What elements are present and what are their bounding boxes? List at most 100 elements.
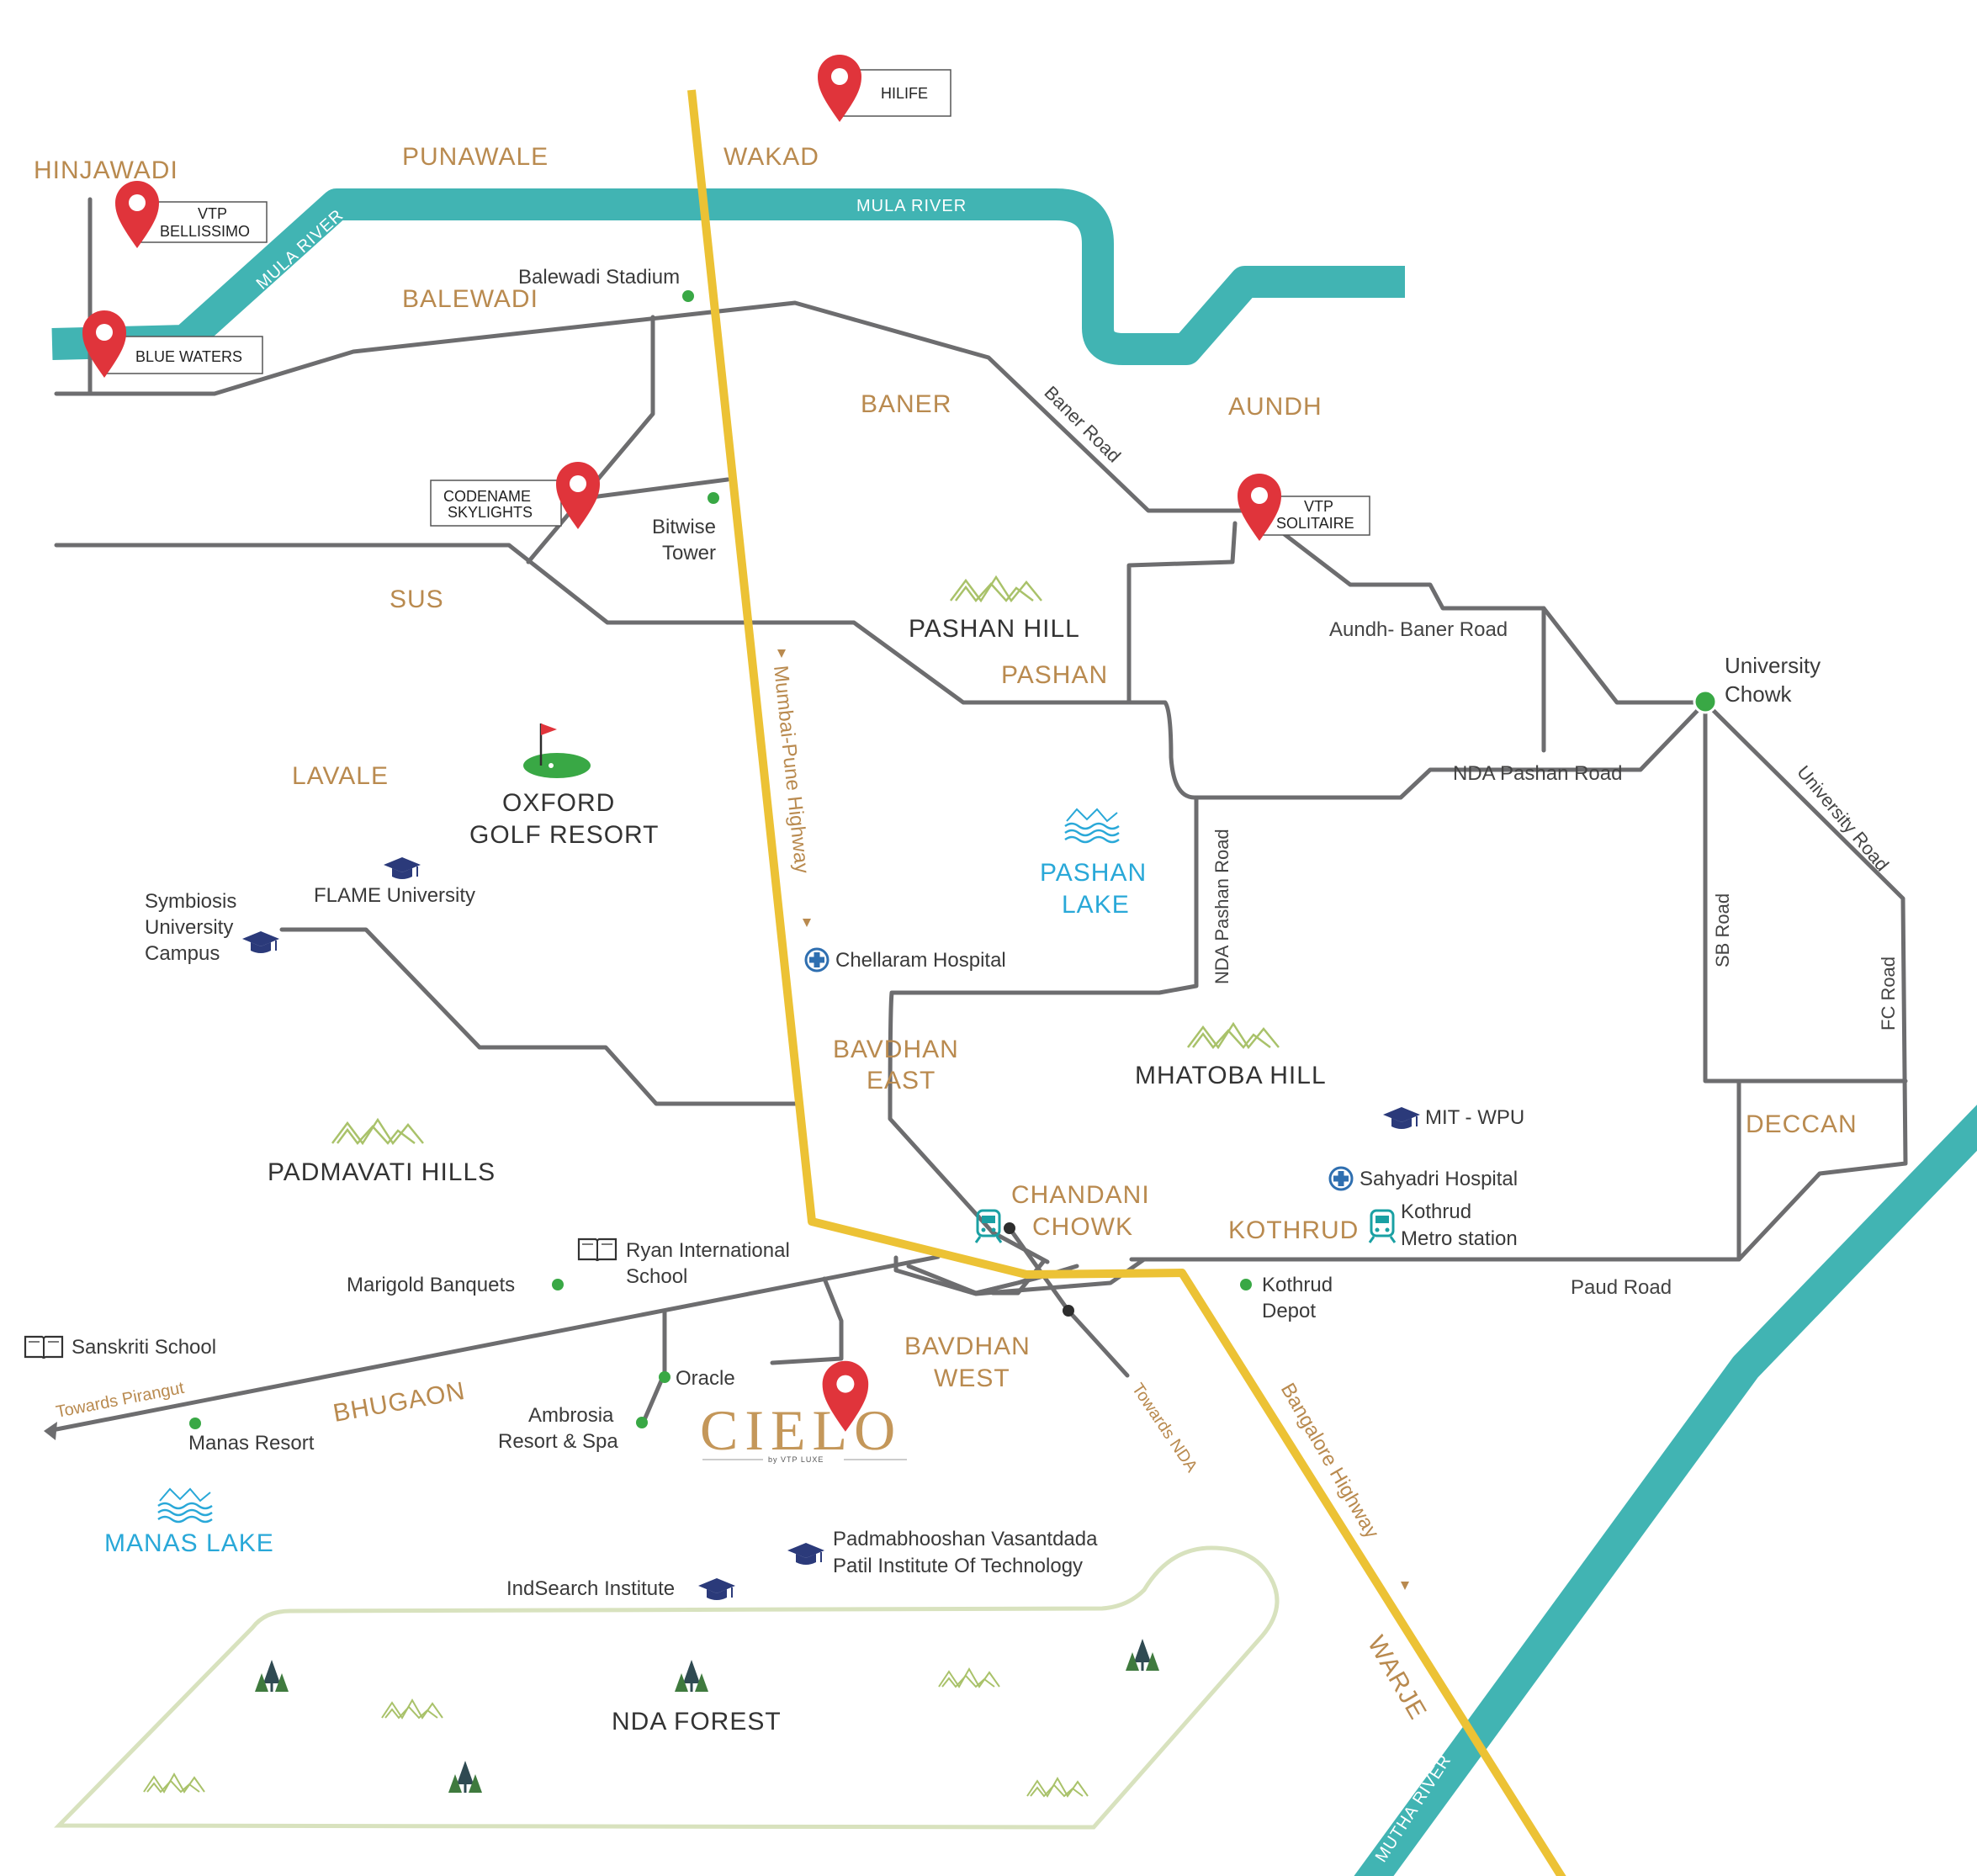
blue-waters-label: BLUE WATERS [135, 348, 242, 365]
area-aundh: AUNDH [1228, 393, 1322, 421]
mutha-river [1354, 1105, 1977, 1876]
sanskriti-school-label: Sanskriti School [72, 1336, 216, 1359]
project-blue-waters[interactable]: BLUE WATERS [82, 310, 263, 378]
cielo-logo-title: CIELO [700, 1398, 902, 1462]
bitwise-tower-label: Bitwise [652, 516, 716, 538]
symbiosis-label: Symbiosis [145, 890, 236, 913]
mhatoba-hill-label: MHATOBA HILL [1135, 1062, 1327, 1089]
poi-dot [659, 1371, 670, 1383]
area-deccan: DECCAN [1746, 1110, 1858, 1138]
ryan-international-label: Ryan International [626, 1239, 790, 1262]
area-punawale: PUNAWALE [402, 143, 549, 171]
mit-wpu-label: MIT - WPU [1425, 1106, 1524, 1129]
road-network [50, 197, 1908, 1433]
tree-icon [675, 1660, 708, 1692]
area-sus: SUS [390, 586, 444, 613]
poi-dot [682, 290, 694, 302]
highway-direction-arrow [1401, 1582, 1409, 1590]
bellissimo-label: VTP [198, 205, 227, 222]
baner-road-label: Baner Road [1040, 382, 1125, 467]
graduation-cap-icon [697, 1577, 736, 1601]
area-bavdhan-east: EAST [867, 1067, 935, 1094]
project-vtp-bellissimo[interactable]: VTP BELLISSIMO [115, 181, 268, 248]
nda-forest-label: NDA FOREST [612, 1708, 782, 1736]
mumbai-pune-bangalore-highway [687, 89, 1566, 1876]
area-labels: HINJAWADI PUNAWALE WAKAD BALEWADI BANER … [34, 143, 1858, 1725]
hill-icon [381, 1699, 443, 1719]
area-bavdhan-east: BAVDHAN [833, 1036, 959, 1063]
symbiosis-label: University [145, 916, 233, 939]
pashan-lake-label: PASHAN [1040, 859, 1147, 887]
nda-pashan-road-label: NDA Pashan Road [1453, 762, 1622, 785]
poi-dot [636, 1417, 648, 1428]
golf-flag-icon [523, 723, 591, 778]
hill-icon [1026, 1778, 1089, 1797]
ryan-international-label: School [626, 1265, 687, 1288]
solitaire-label: VTP [1304, 498, 1333, 515]
kothrud-metro-label: Metro station [1401, 1227, 1518, 1250]
nda-forest-boundary [54, 1545, 1280, 1830]
tree-icon [1126, 1639, 1159, 1671]
solitaire-label: SOLITAIRE [1276, 515, 1354, 532]
aundh-baner-road-label: Aundh- Baner Road [1329, 618, 1508, 641]
university-chowk-dot [1693, 689, 1718, 714]
graduation-cap-icon [241, 930, 280, 954]
poi-dot [189, 1418, 201, 1429]
area-lavale: LAVALE [292, 762, 389, 790]
area-baner: BANER [861, 390, 951, 418]
graduation-cap-icon [787, 1542, 825, 1566]
hill-icon [1186, 1022, 1280, 1049]
towards-pirangut-arrow [44, 1422, 57, 1440]
metro-train-icon [1368, 1209, 1397, 1244]
poi-dot [1240, 1279, 1252, 1290]
area-chandani-chowk: CHANDANI [1011, 1181, 1150, 1209]
area-bavdhan-west: WEST [934, 1365, 1010, 1392]
bellissimo-label: BELLISSIMO [160, 223, 250, 240]
area-kothrud: KOTHRUD [1228, 1216, 1359, 1244]
oxford-golf-resort-label: GOLF RESORT [469, 821, 659, 849]
area-hinjawadi: HINJAWADI [34, 156, 178, 184]
oracle-label: Oracle [676, 1367, 735, 1390]
area-bhugaon: BHUGAON [331, 1377, 467, 1428]
bangalore-highway-label: Bangalore Highway [1276, 1380, 1383, 1543]
padmavati-hills-label: PADMAVATI HILLS [268, 1158, 496, 1186]
sahyadri-hospital-label: Sahyadri Hospital [1360, 1168, 1518, 1190]
university-road-label: University Road [1793, 761, 1893, 875]
graduation-cap-icon [1382, 1106, 1421, 1130]
pashan-hill-label: PASHAN HILL [909, 615, 1080, 643]
junction-dot [1004, 1222, 1015, 1234]
nda-pashan-road-label: NDA Pashan Road [1211, 829, 1232, 984]
kothrud-depot-label: Depot [1262, 1300, 1316, 1322]
poi-dot [708, 492, 719, 504]
ambrosia-resort-label: Resort & Spa [498, 1430, 618, 1453]
highway-direction-arrow [777, 649, 786, 658]
oxford-golf-resort-label: OXFORD [502, 789, 615, 817]
mula-river [51, 188, 1405, 365]
graduation-cap-icon [383, 856, 421, 880]
hill-icon [143, 1773, 205, 1793]
paud-road-label: Paud Road [1571, 1276, 1672, 1299]
hilife-label: HILIFE [881, 85, 928, 102]
kothrud-depot-label: Kothrud [1262, 1274, 1333, 1296]
symbiosis-label: Campus [145, 942, 220, 965]
chellaram-hospital-label: Chellaram Hospital [835, 949, 1006, 972]
area-pashan: PASHAN [1001, 661, 1108, 689]
kothrud-metro-label: Kothrud [1401, 1200, 1471, 1223]
hill-icon [938, 1668, 1000, 1688]
project-vtp-solitaire[interactable]: VTP SOLITAIRE [1238, 474, 1370, 541]
project-hilife[interactable]: HILIFE [818, 55, 951, 122]
project-cielo[interactable]: CIELO by VTP LUXE [700, 1360, 907, 1464]
skylights-label: CODENAME [443, 488, 531, 505]
manas-resort-label: Manas Resort [188, 1432, 315, 1455]
university-chowk-label: Chowk [1725, 681, 1792, 707]
bitwise-tower-label: Tower [662, 542, 716, 564]
area-balewadi: BALEWADI [402, 285, 538, 313]
marigold-banquets-label: Marigold Banquets [347, 1274, 515, 1296]
highway-direction-arrow [803, 919, 811, 927]
indsearch-institute-label: IndSearch Institute [506, 1577, 675, 1600]
hospital-cross-icon [1328, 1166, 1354, 1191]
padmabhooshan-institute-label: Padmabhooshan Vasantdada [833, 1528, 1098, 1550]
tree-icon [448, 1761, 482, 1793]
project-codename-skylights[interactable]: CODENAME SKYLIGHTS [430, 462, 600, 529]
